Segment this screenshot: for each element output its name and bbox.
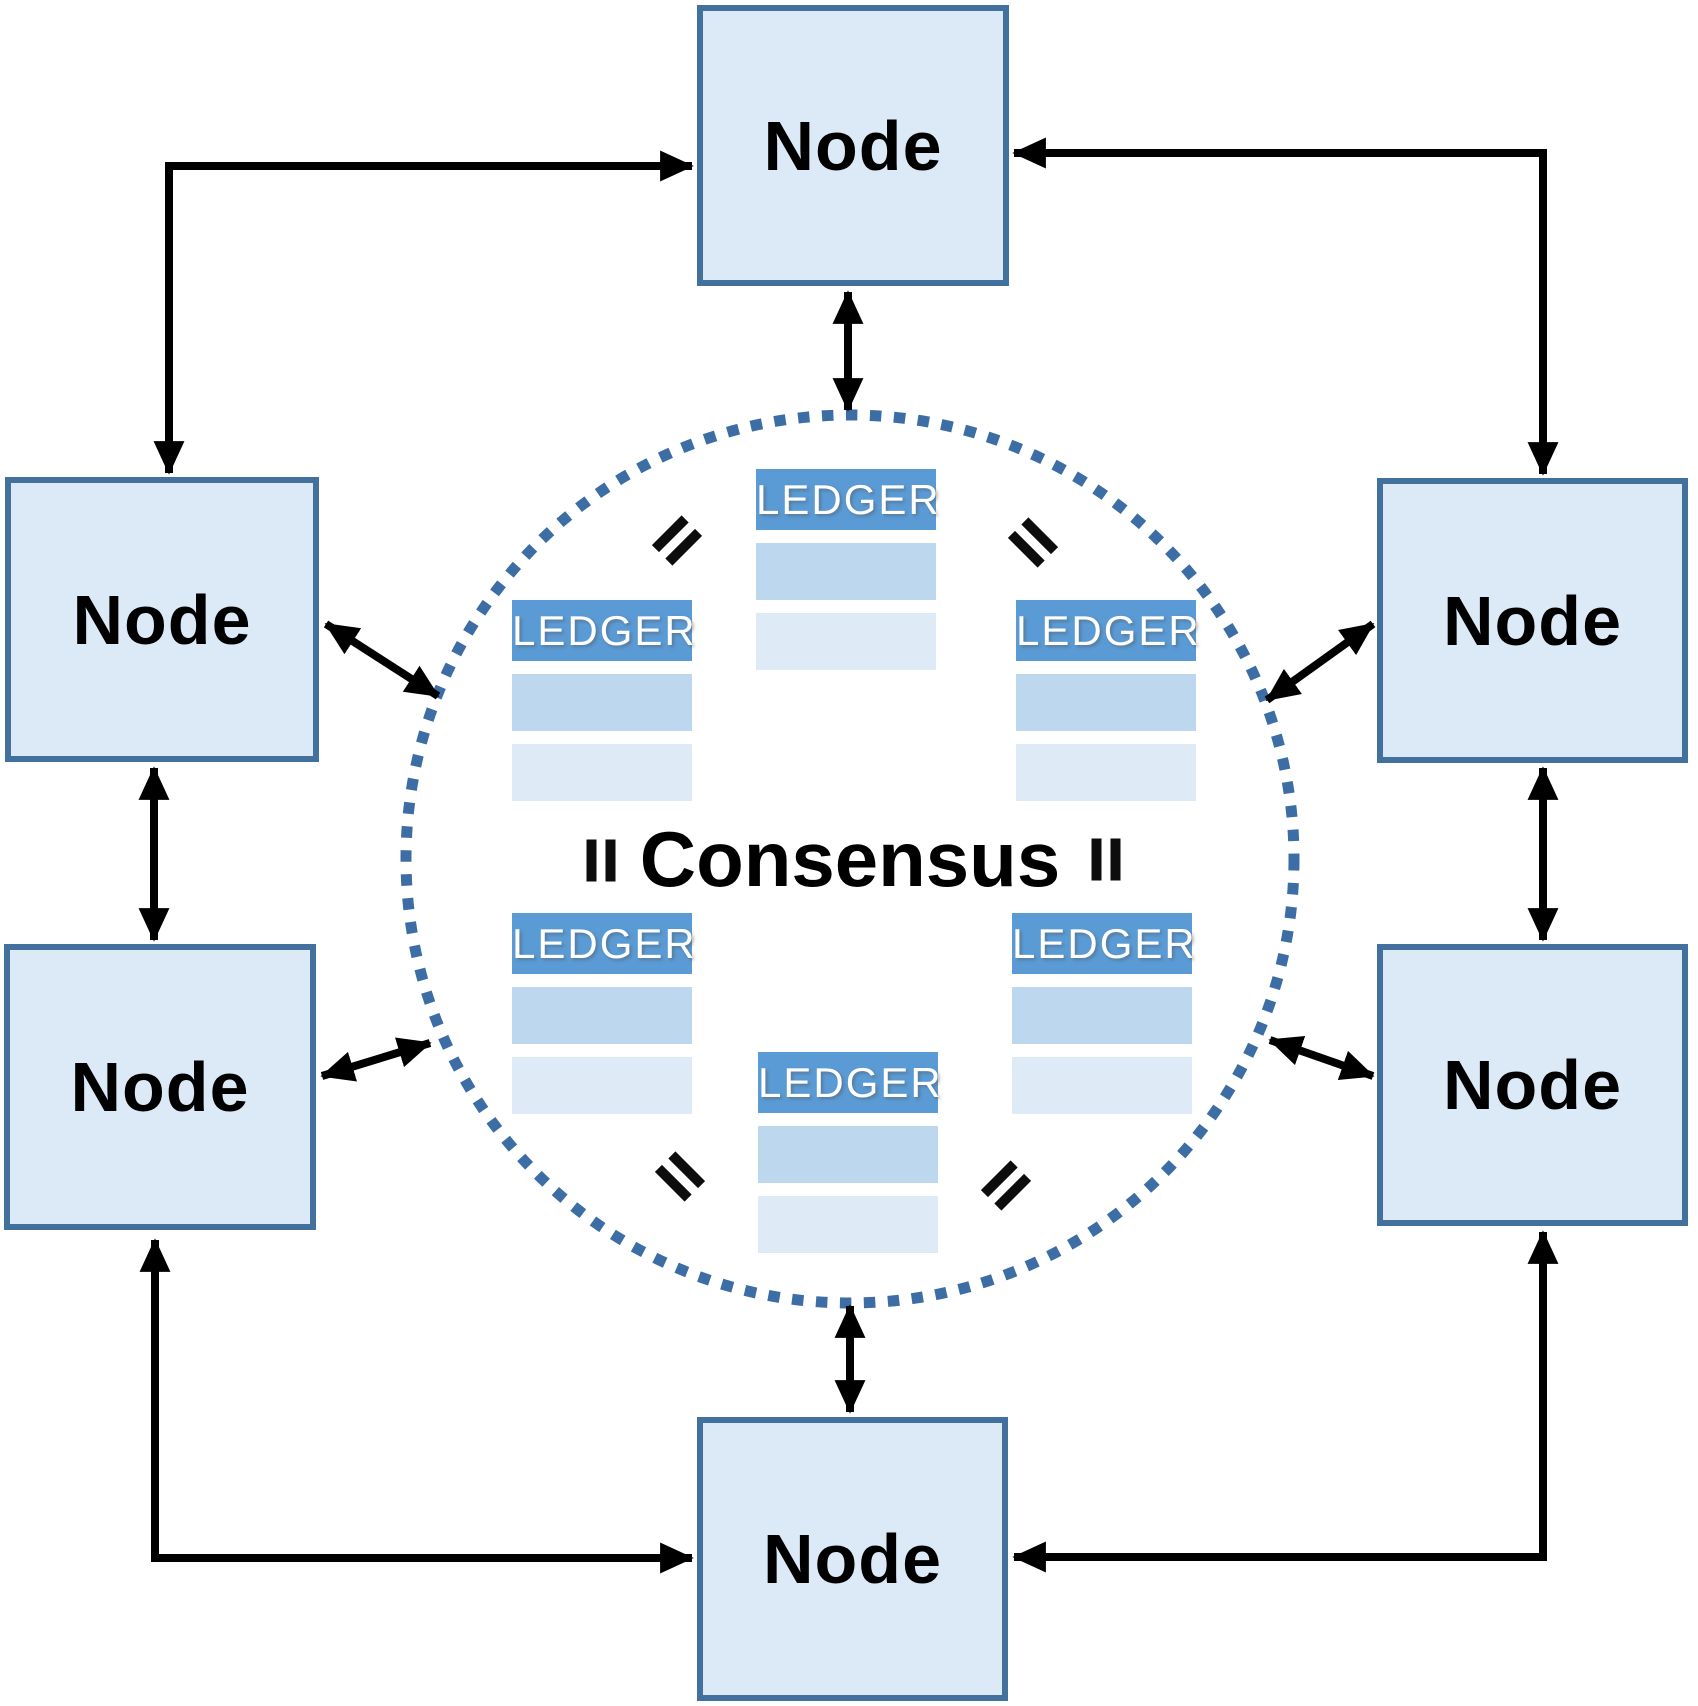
ledger-row — [1012, 987, 1192, 1044]
ledger-bottom: LEDGER — [758, 1052, 941, 1253]
ledger-upper-right: LEDGER — [1016, 600, 1199, 801]
ledger-row — [512, 674, 692, 731]
ledger-title: LEDGER — [512, 913, 695, 974]
node-box-top: Node — [697, 5, 1009, 286]
ledger-top: LEDGER — [756, 469, 939, 670]
equals-symbol — [654, 1151, 706, 1202]
node-box-bottom: Node — [697, 1417, 1008, 1701]
equals-symbol — [1007, 517, 1059, 568]
ledger-title: LEDGER — [512, 600, 695, 661]
arrow-lower-right-node-to-circle — [1268, 1035, 1375, 1081]
node-label: Node — [763, 106, 943, 185]
ledger-row — [1016, 744, 1196, 801]
arrow-lower-left-node-to-bottom-node — [139, 1238, 694, 1574]
ledger-upper-left: LEDGER — [512, 600, 695, 801]
ledger-title: LEDGER — [1016, 600, 1199, 661]
node-label: Node — [72, 580, 252, 659]
ledger-row — [512, 987, 692, 1044]
node-box-lower-right: Node — [1377, 944, 1688, 1226]
ledger-title: LEDGER — [756, 469, 939, 530]
ledger-lower-right: LEDGER — [1012, 913, 1195, 1114]
arrow-upper-left-node-to-circle — [323, 620, 441, 700]
arrow-lower-left-node-to-circle — [320, 1037, 432, 1082]
arrow-top-node-to-upper-left-node — [153, 150, 694, 475]
node-label: Node — [1443, 1046, 1622, 1124]
node-label: Node — [70, 1048, 250, 1126]
ledger-row — [758, 1126, 938, 1183]
node-label: Node — [1443, 581, 1622, 660]
ledger-title: LEDGER — [758, 1052, 941, 1113]
ledger-row — [1016, 674, 1196, 731]
ledger-title: LEDGER — [1012, 913, 1195, 974]
arrow-top-node-to-upper-right-node — [1012, 137, 1559, 476]
arrow-upper-right-node-to-circle — [1264, 620, 1376, 704]
consensus-title: Consensus — [639, 815, 1061, 903]
ledger-lower-left: LEDGER — [512, 913, 695, 1114]
ledger-row — [512, 744, 692, 801]
node-box-upper-right: Node — [1377, 478, 1688, 763]
node-box-upper-left: Node — [5, 477, 319, 762]
equals-symbol — [651, 515, 703, 566]
ledger-row — [1012, 1057, 1192, 1114]
node-box-lower-left: Node — [4, 944, 316, 1230]
node-label: Node — [763, 1520, 942, 1598]
ledger-row — [512, 1057, 692, 1114]
arrow-bottom-node-to-lower-right-node — [1012, 1230, 1559, 1573]
ledger-row — [756, 543, 936, 600]
equals-symbol — [980, 1160, 1032, 1211]
ledger-row — [756, 613, 936, 670]
ledger-row — [758, 1196, 938, 1253]
